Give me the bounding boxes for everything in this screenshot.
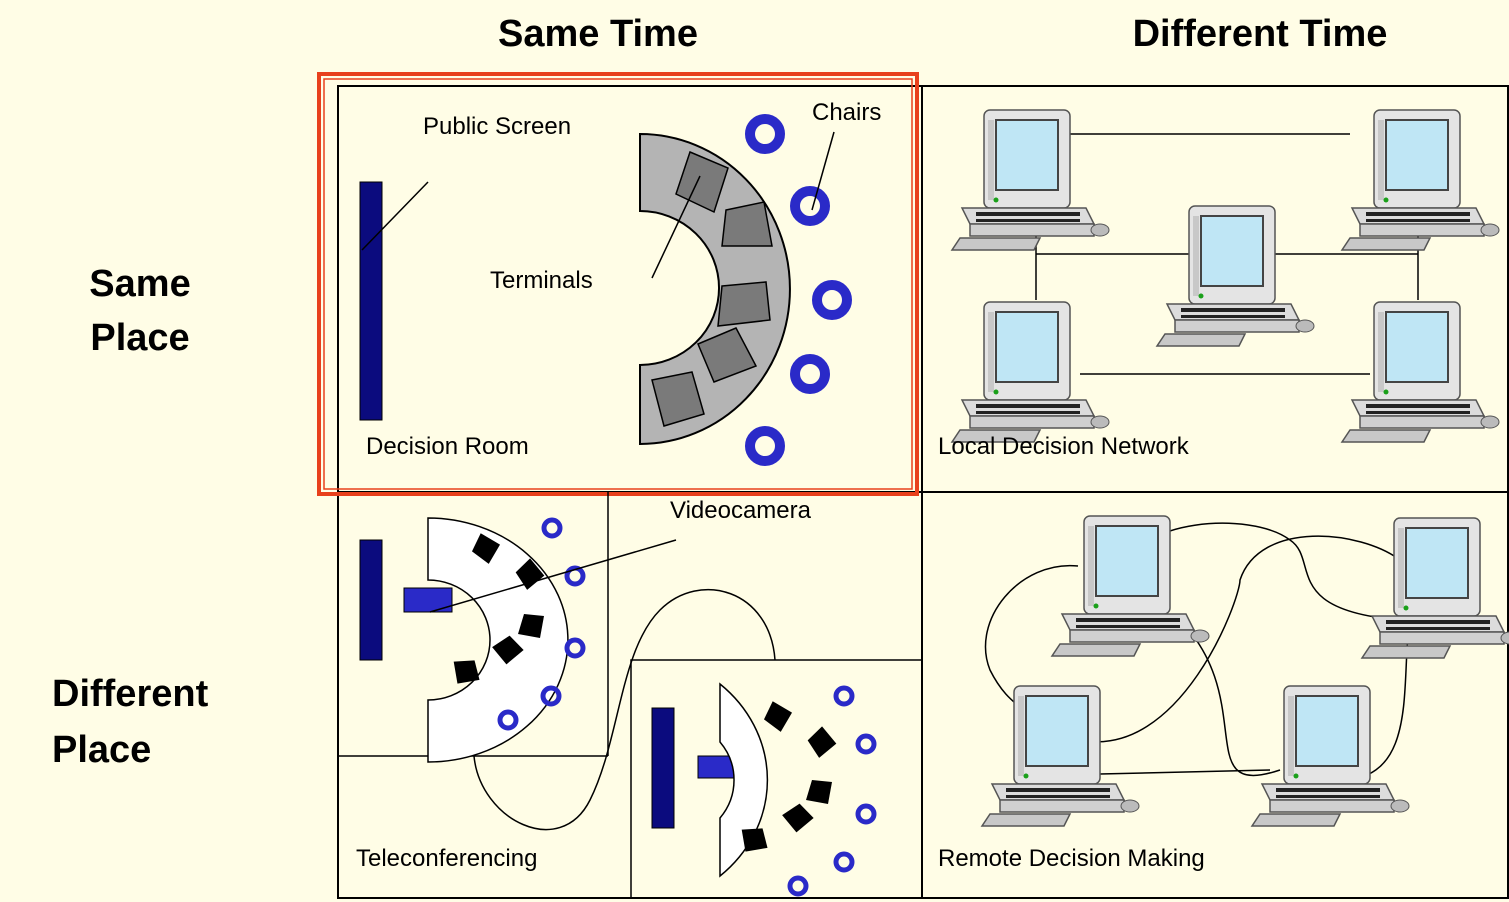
chairs-label: Chairs bbox=[812, 99, 881, 126]
public-screen-icon bbox=[651, 707, 675, 829]
videocamera-label: Videocamera bbox=[670, 497, 812, 524]
terminals-label: Terminals bbox=[490, 267, 593, 294]
local-network-caption: Local Decision Network bbox=[938, 433, 1190, 460]
decision-room-cell: Public Screen Terminals Chairs Decision … bbox=[317, 72, 919, 496]
highlight-frame bbox=[317, 72, 919, 496]
header-same-time: Same Time bbox=[498, 13, 698, 55]
public-screen-icon bbox=[359, 539, 383, 661]
header-different-place-line1: Different bbox=[52, 673, 209, 715]
header-same-place-line1: Same bbox=[89, 263, 190, 305]
teleconferencing-caption: Teleconferencing bbox=[356, 845, 537, 872]
console-table bbox=[427, 517, 569, 763]
decision-room-caption: Decision Room bbox=[366, 433, 529, 460]
header-same-place-line2: Place bbox=[90, 317, 189, 359]
chairs-group bbox=[787, 685, 877, 897]
computer-icon bbox=[951, 301, 1110, 443]
teleconferencing-cell: Videocamera Teleconferencing bbox=[338, 492, 923, 899]
remote-caption: Remote Decision Making bbox=[938, 845, 1205, 872]
chairs-group bbox=[745, 114, 852, 466]
computer-icon bbox=[1341, 109, 1500, 251]
public-screen-icon bbox=[359, 181, 383, 421]
remote-cell: Remote Decision Making bbox=[938, 515, 1509, 872]
chairs-group bbox=[497, 517, 586, 731]
header-different-place-line2: Place bbox=[52, 729, 151, 771]
computer-icon bbox=[1156, 205, 1315, 347]
header-different-time: Different Time bbox=[1133, 13, 1388, 55]
computer-icon bbox=[1361, 517, 1509, 659]
public-screen-label: Public Screen bbox=[423, 113, 571, 140]
computer-icon bbox=[1051, 515, 1210, 657]
local-network-cell: Local Decision Network bbox=[938, 109, 1500, 460]
computer-icon bbox=[1251, 685, 1410, 827]
computer-icon bbox=[951, 109, 1110, 251]
computer-icon bbox=[981, 685, 1140, 827]
computer-icon bbox=[1341, 301, 1500, 443]
terminals-group bbox=[651, 150, 773, 427]
console-table bbox=[719, 682, 769, 878]
